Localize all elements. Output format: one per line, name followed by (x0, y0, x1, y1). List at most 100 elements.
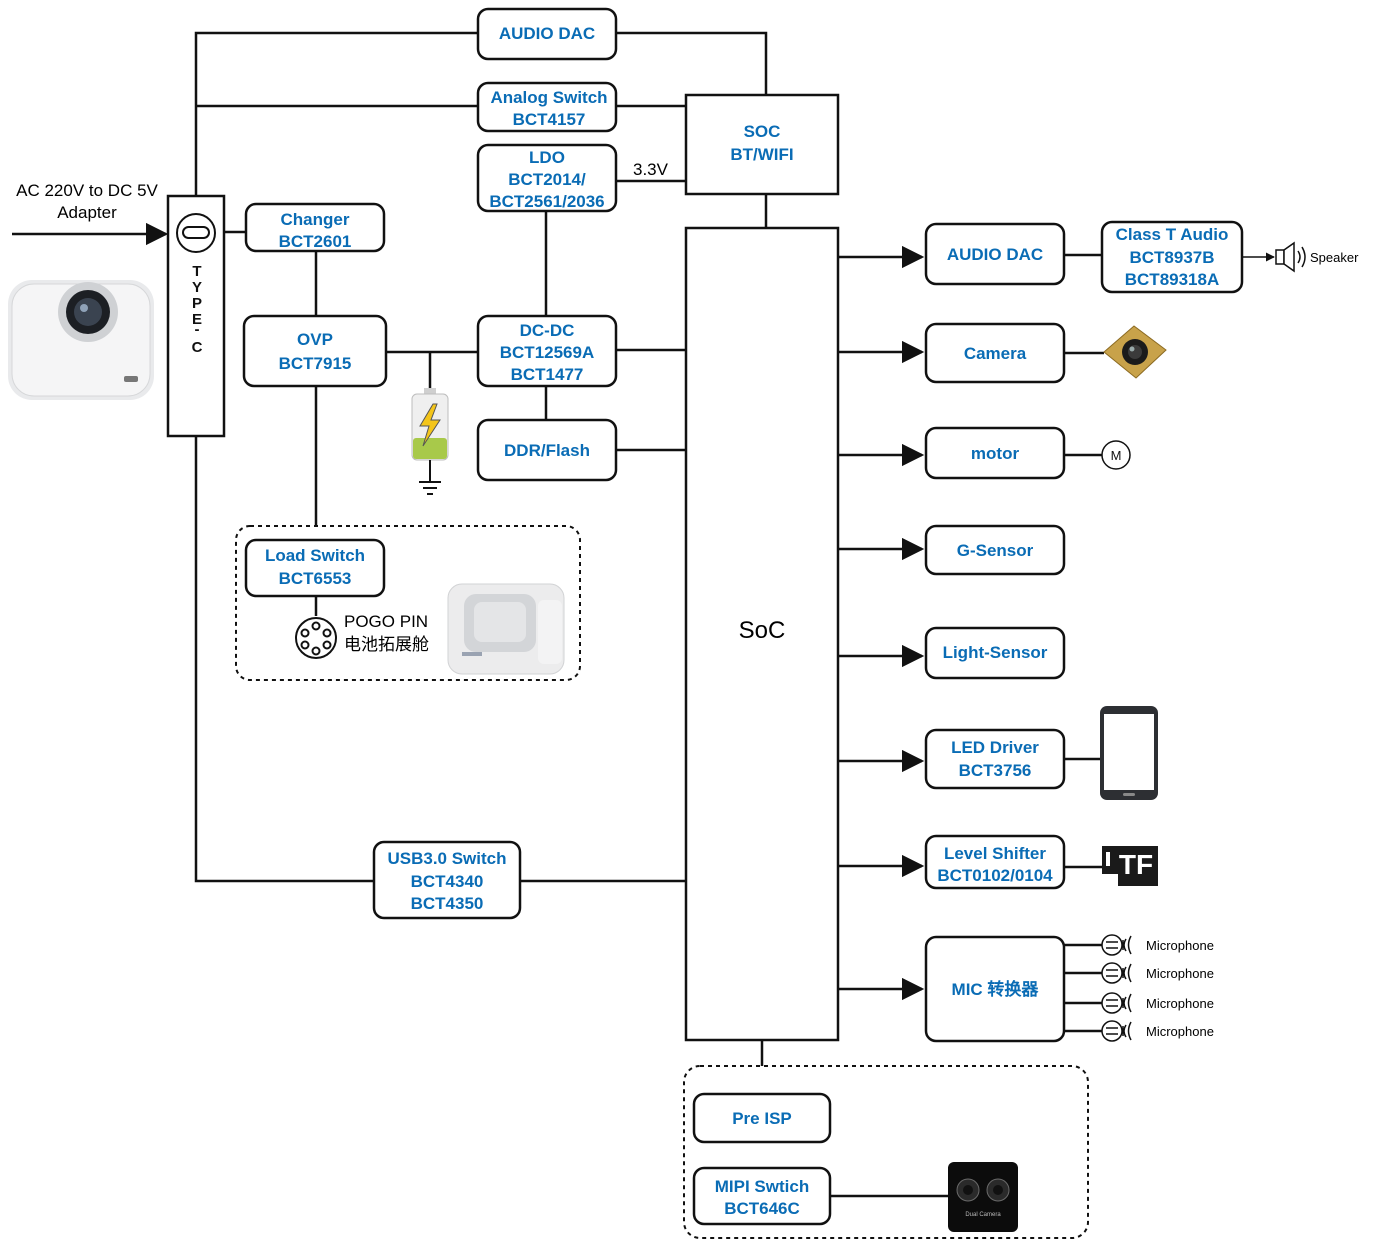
microphone-icon-2 (1102, 963, 1131, 983)
voltage-label: 3.3V (633, 160, 669, 179)
svg-text:Level Shifter: Level Shifter (944, 844, 1046, 863)
action-camera-image (8, 280, 154, 400)
svg-text:BT/WIFI: BT/WIFI (730, 145, 793, 164)
led-label: LED Driver (951, 738, 1039, 757)
pre-isp-label: Pre ISP (732, 1109, 792, 1128)
svg-text:BCT2014/: BCT2014/ (508, 170, 586, 189)
ovp-box (244, 316, 386, 386)
svg-text:3.3V: 3.3V (633, 160, 669, 179)
ldo-label: LDO (529, 148, 565, 167)
svg-text:BCT4157: BCT4157 (513, 110, 586, 129)
svg-text:Light-Sensor: Light-Sensor (943, 643, 1048, 662)
svg-text:SoC: SoC (739, 617, 786, 644)
usb-switch-part-1: BCT4340 (411, 872, 484, 891)
svg-text:Microphone: Microphone (1146, 938, 1214, 953)
svg-text:Microphone: Microphone (1146, 1024, 1214, 1039)
svg-text:BCT8937B: BCT8937B (1129, 248, 1214, 267)
svg-text:AUDIO DAC: AUDIO DAC (947, 245, 1043, 264)
svg-text:T: T (192, 263, 201, 280)
svg-text:motor: motor (971, 444, 1020, 463)
microphone-label-1: Microphone (1146, 938, 1214, 953)
source-line-1: AC 220V to DC 5V (16, 181, 158, 200)
svg-text:Pre ISP: Pre ISP (732, 1109, 792, 1128)
microphone-icon-3 (1102, 993, 1131, 1013)
dcdc-part-1: BCT12569A (500, 343, 595, 362)
svg-text:BCT3756: BCT3756 (959, 761, 1032, 780)
svg-text:BCT2601: BCT2601 (279, 232, 352, 251)
svg-text:DC-DC: DC-DC (520, 321, 575, 340)
microphone-icon-4 (1102, 1021, 1131, 1041)
dcdc-label: DC-DC (520, 321, 575, 340)
load-switch-label: Load Switch (265, 546, 365, 565)
svg-text:G-Sensor: G-Sensor (957, 541, 1034, 560)
level-part: BCT0102/0104 (937, 866, 1053, 885)
camera-label: Camera (964, 344, 1027, 363)
svg-text:AC 220V to DC 5V: AC 220V to DC 5V (16, 181, 158, 200)
ground-icon (419, 460, 441, 494)
pogo-pin-connector-icon (296, 618, 336, 658)
soc-bt-sub: BT/WIFI (730, 145, 793, 164)
svg-text:Y: Y (192, 279, 202, 296)
ddr-label: DDR/Flash (504, 441, 590, 460)
mipi-part: BCT646C (724, 1199, 800, 1218)
svg-text:Load Switch: Load Switch (265, 546, 365, 565)
led-part: BCT3756 (959, 761, 1032, 780)
svg-text:BCT2561/2036: BCT2561/2036 (489, 192, 604, 211)
svg-text:LDO: LDO (529, 148, 565, 167)
svg-text:Analog Switch: Analog Switch (490, 88, 607, 107)
svg-text:Adapter: Adapter (57, 203, 117, 222)
svg-text:BCT1477: BCT1477 (511, 365, 584, 384)
svg-text:Dual Camera: Dual Camera (965, 1212, 1001, 1218)
usb-c-port-icon (177, 214, 215, 252)
soc-main-label: SoC (739, 617, 786, 644)
svg-text:BCT12569A: BCT12569A (500, 343, 595, 362)
ovp-label: OVP (297, 330, 333, 349)
svg-text:Microphone: Microphone (1146, 996, 1214, 1011)
ldo-part-1: BCT2014/ (508, 170, 586, 189)
battery-dock-image (448, 584, 564, 674)
motor-label: motor (971, 444, 1020, 463)
gsensor-label: G-Sensor (957, 541, 1034, 560)
svg-text:MIPI Swtich: MIPI Swtich (715, 1177, 809, 1196)
microphone-label-2: Microphone (1146, 966, 1214, 981)
svg-text:BCT0102/0104: BCT0102/0104 (937, 866, 1053, 885)
svg-text:-: - (195, 321, 200, 338)
analog-switch-part: BCT4157 (513, 110, 586, 129)
charger-part: BCT2601 (279, 232, 352, 251)
speaker-label: Speaker (1310, 250, 1359, 265)
soc-bt-label: SOC (744, 122, 781, 141)
svg-text:BCT646C: BCT646C (724, 1199, 800, 1218)
source-line-2: Adapter (57, 203, 117, 222)
mipi-label: MIPI Swtich (715, 1177, 809, 1196)
mic-label: MIC 转换器 (952, 979, 1040, 999)
svg-text:TF: TF (1119, 849, 1153, 880)
charger-label: Changer (281, 210, 350, 229)
dual-camera-image: Dual Camera (948, 1162, 1018, 1232)
svg-text:BCT4340: BCT4340 (411, 872, 484, 891)
display-tablet-icon (1100, 706, 1158, 800)
pogo-label-1: POGO PIN (344, 612, 428, 631)
audio-dac-right-label: AUDIO DAC (947, 245, 1043, 264)
analog-switch-label: Analog Switch (490, 88, 607, 107)
class-t-part-2: BCT89318A (1125, 270, 1220, 289)
svg-text:BCT89318A: BCT89318A (1125, 270, 1220, 289)
svg-text:C: C (192, 339, 203, 356)
svg-text:OVP: OVP (297, 330, 333, 349)
svg-text:USB3.0 Switch: USB3.0 Switch (387, 849, 506, 868)
svg-text:BCT7915: BCT7915 (279, 354, 352, 373)
microphone-label-3: Microphone (1146, 996, 1214, 1011)
class-t-part-1: BCT8937B (1129, 248, 1214, 267)
svg-text:POGO PIN: POGO PIN (344, 612, 428, 631)
speaker-icon (1276, 243, 1305, 271)
svg-text:Changer: Changer (281, 210, 350, 229)
audio-dac-top-label: AUDIO DAC (499, 24, 595, 43)
svg-text:电池拓展舱: 电池拓展舱 (344, 635, 429, 654)
dcdc-part-2: BCT1477 (511, 365, 584, 384)
level-label: Level Shifter (944, 844, 1046, 863)
motor-symbol-icon: M (1102, 441, 1130, 469)
usb-switch-part-2: BCT4350 (411, 894, 484, 913)
svg-text:BCT4350: BCT4350 (411, 894, 484, 913)
svg-text:DDR/Flash: DDR/Flash (504, 441, 590, 460)
svg-text:Speaker: Speaker (1310, 250, 1359, 265)
